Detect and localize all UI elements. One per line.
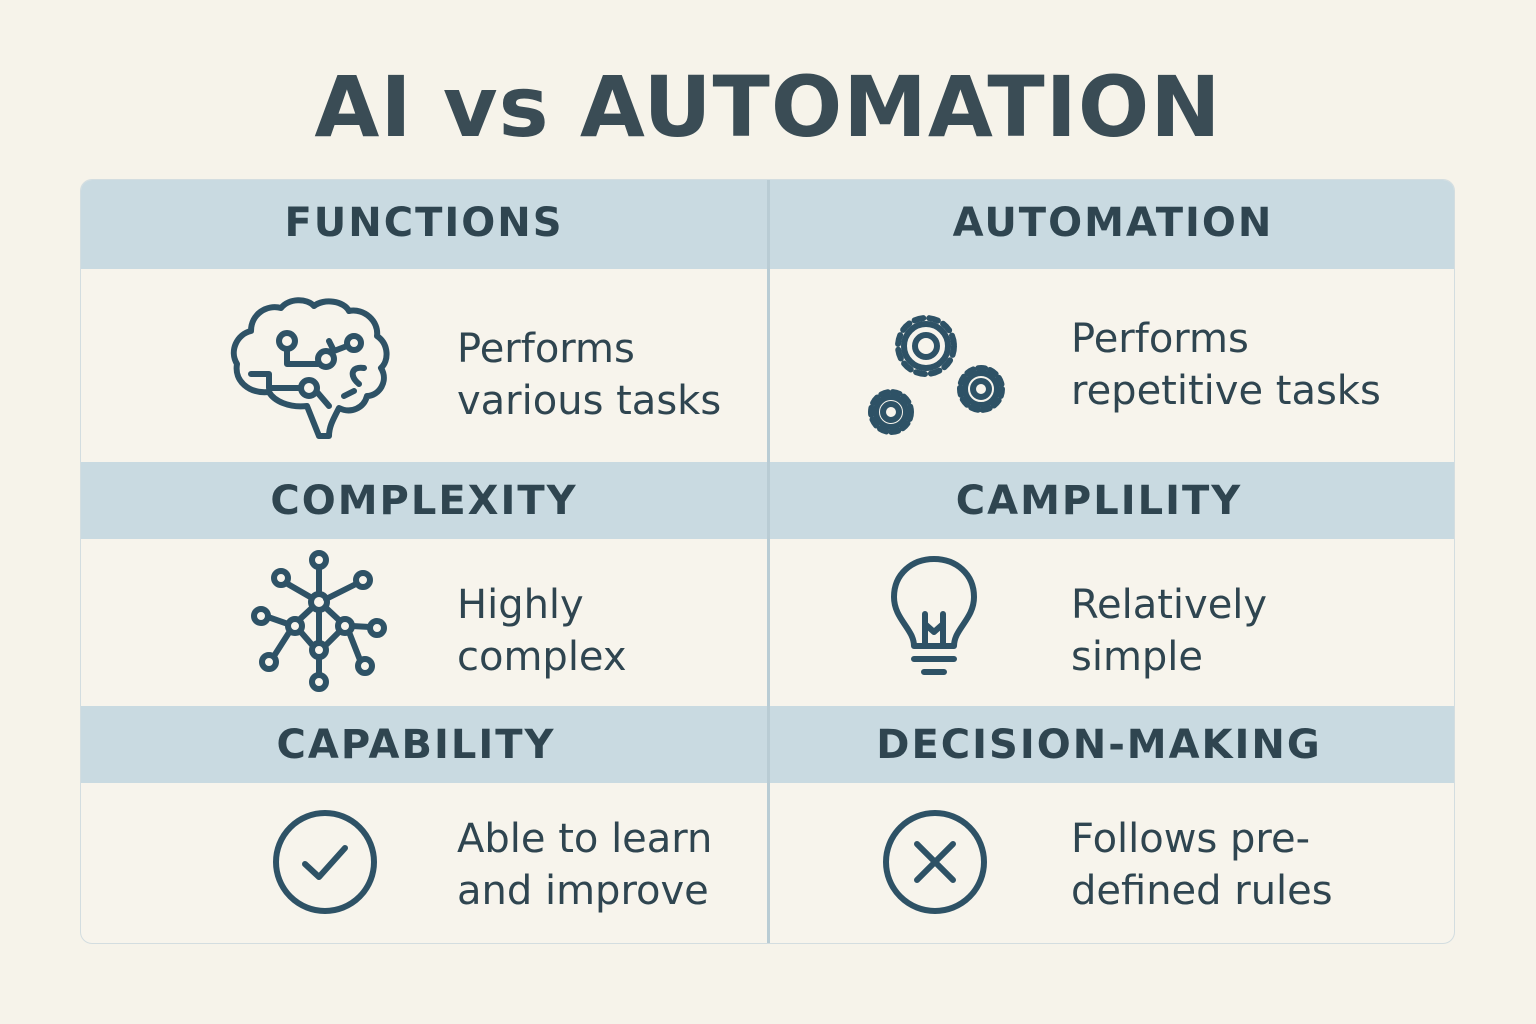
lightbulb-icon [891,556,977,675]
functions-text: Performs various tasks [457,323,721,427]
header-camplility: CAMPLILITY [955,478,1243,524]
header-complexity: COMPLEXITY [270,478,578,524]
page-title: AI vs AUTOMATION [314,58,1222,156]
text-line: and improve [457,868,709,914]
text-line: Performs [457,326,635,372]
header-functions: FUNCTIONS [284,200,564,246]
text-line: defined rules [1071,868,1333,914]
brain-circuit-icon [230,297,390,439]
capability-text: Able to learn and improve [457,813,712,917]
camplility-text: Relatively simple [1071,579,1267,683]
text-line: various tasks [457,378,722,424]
text-line: Follows pre- [1071,816,1311,862]
gears-icon [868,315,1005,435]
text-line: Performs [1071,316,1249,362]
text-line: Highly [457,582,584,628]
text-line: complex [457,634,627,680]
text-line: repetitive tasks [1071,368,1381,414]
text-line: Relatively [1071,582,1268,628]
text-line: simple [1071,634,1204,680]
text-line: Able to learn [457,816,713,862]
x-circle-icon [883,810,987,914]
network-icon [251,550,387,692]
automation-text: Performs repetitive tasks [1071,313,1381,417]
comparison-table: FUNCTIONS AUTOMATION COMPLEXITY CAMPLILI… [80,179,1455,944]
column-divider [767,180,770,943]
complexity-text: Highly complex [457,579,627,683]
header-decision-making: DECISION-MAKING [876,722,1322,768]
decision-making-text: Follows pre- defined rules [1071,813,1333,917]
header-capability: CAPABILITY [276,722,556,768]
header-automation: AUTOMATION [952,200,1274,246]
check-circle-icon [273,810,377,914]
